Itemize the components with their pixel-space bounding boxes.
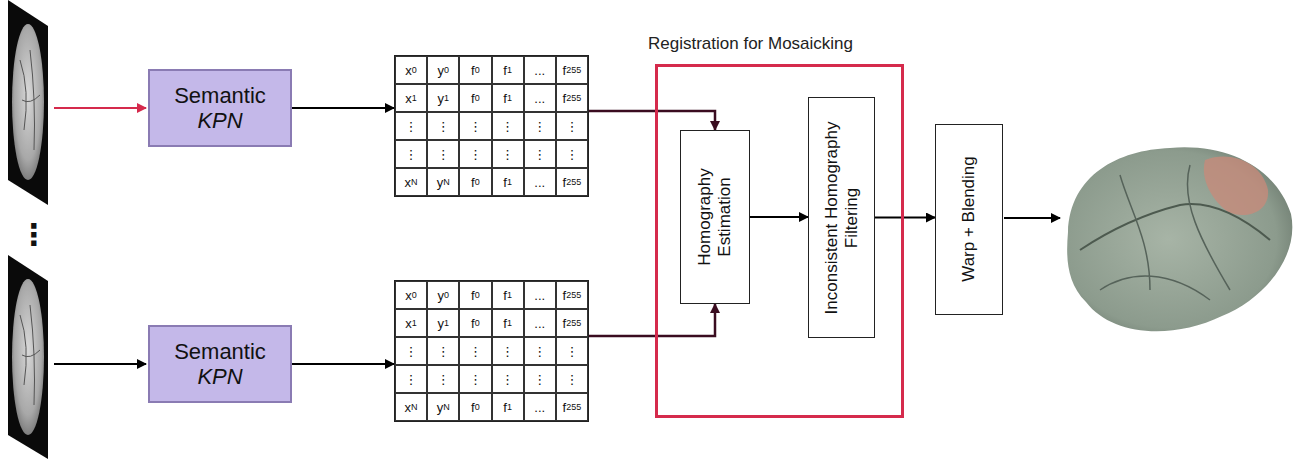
- table-cell: ⋮: [427, 365, 459, 393]
- table-cell: x0: [395, 56, 427, 84]
- table-cell: y0: [427, 281, 459, 309]
- table-cell: ...: [524, 84, 556, 112]
- table-cell: ⋮: [524, 112, 556, 140]
- table-cell: f0: [459, 84, 491, 112]
- box-label-italic: KPN: [197, 108, 242, 133]
- table-cell: f1: [492, 393, 524, 421]
- table-cell: ⋮: [524, 337, 556, 365]
- table-cell: f0: [459, 56, 491, 84]
- table-cell: ⋮: [524, 365, 556, 393]
- table-cell: ⋮: [459, 365, 491, 393]
- table-cell: f1: [492, 56, 524, 84]
- table-cell: f0: [459, 393, 491, 421]
- box-label: Semantic: [174, 83, 266, 108]
- table-cell: f255: [556, 56, 588, 84]
- table-cell: yN: [427, 168, 459, 196]
- network-box: SemanticKPN: [148, 69, 292, 147]
- table-cell: ⋮: [492, 140, 524, 168]
- connector-arrow: [589, 111, 715, 130]
- feature-table: x0y0f0f1...f255x1y1f0f1...f255⋮⋮⋮⋮⋮⋮⋮⋮⋮⋮…: [394, 280, 589, 422]
- table-cell: f255: [556, 281, 588, 309]
- table-cell: ⋮: [459, 112, 491, 140]
- table-cell: ⋮: [492, 365, 524, 393]
- table-cell: ⋮: [459, 140, 491, 168]
- box-label: Inconsistent Homography Filtering: [821, 118, 862, 318]
- table-cell: f1: [492, 168, 524, 196]
- ellipsis-mark: ⋮: [19, 220, 49, 250]
- table-cell: ⋮: [427, 337, 459, 365]
- table-cell: ⋮: [556, 365, 588, 393]
- table-cell: ⋮: [556, 112, 588, 140]
- table-cell: y1: [427, 309, 459, 337]
- table-cell: ⋮: [492, 112, 524, 140]
- table-cell: x0: [395, 281, 427, 309]
- connector-arrow: [589, 304, 715, 336]
- process-box: Inconsistent Homography Filtering: [808, 97, 875, 338]
- connector-arrow: [292, 363, 394, 365]
- table-cell: f0: [459, 168, 491, 196]
- connector-arrow: [750, 216, 808, 218]
- table-cell: f0: [459, 281, 491, 309]
- table-cell: ⋮: [395, 337, 427, 365]
- output-arrow: [1004, 217, 1060, 219]
- table-cell: xN: [395, 393, 427, 421]
- input-arrow: [54, 363, 146, 365]
- registration-group: Registration for MosaickingHomography Es…: [655, 64, 904, 418]
- process-box: Homography Estimation: [680, 130, 750, 304]
- table-cell: ⋮: [395, 112, 427, 140]
- input-image: [8, 255, 48, 459]
- mosaic-image: [1067, 147, 1292, 331]
- network-box: SemanticKPN: [148, 325, 292, 403]
- connector-arrow: [875, 217, 935, 219]
- table-cell: ⋮: [492, 337, 524, 365]
- table-cell: f255: [556, 168, 588, 196]
- box-label: Homography Estimation: [695, 155, 736, 280]
- table-cell: f1: [492, 309, 524, 337]
- box-label-italic: KPN: [197, 364, 242, 389]
- table-cell: ...: [524, 281, 556, 309]
- table-cell: ⋮: [524, 140, 556, 168]
- table-cell: ⋮: [556, 337, 588, 365]
- table-cell: ⋮: [556, 140, 588, 168]
- table-cell: f1: [492, 281, 524, 309]
- table-cell: x1: [395, 309, 427, 337]
- table-cell: ⋮: [395, 140, 427, 168]
- table-cell: ⋮: [395, 365, 427, 393]
- table-cell: f255: [556, 309, 588, 337]
- input-image: [8, 0, 48, 205]
- table-cell: ...: [524, 393, 556, 421]
- table-cell: x1: [395, 84, 427, 112]
- table-cell: y1: [427, 84, 459, 112]
- group-title: Registration for Mosaicking: [648, 34, 853, 54]
- table-cell: yN: [427, 393, 459, 421]
- table-cell: ...: [524, 56, 556, 84]
- table-cell: f255: [556, 84, 588, 112]
- table-cell: ⋮: [427, 112, 459, 140]
- table-cell: ...: [524, 168, 556, 196]
- box-label: Warp + Blending: [959, 132, 979, 307]
- table-cell: f1: [492, 84, 524, 112]
- table-cell: xN: [395, 168, 427, 196]
- box-label: Semantic: [174, 339, 266, 364]
- process-box: Warp + Blending: [935, 124, 1003, 315]
- connector-arrow: [292, 107, 394, 109]
- table-cell: ...: [524, 309, 556, 337]
- table-cell: ⋮: [427, 140, 459, 168]
- table-cell: ⋮: [459, 337, 491, 365]
- feature-table: x0y0f0f1...f255x1y1f0f1...f255⋮⋮⋮⋮⋮⋮⋮⋮⋮⋮…: [394, 55, 589, 197]
- input-arrow: [54, 107, 146, 109]
- table-cell: f255: [556, 393, 588, 421]
- table-cell: f0: [459, 309, 491, 337]
- table-cell: y0: [427, 56, 459, 84]
